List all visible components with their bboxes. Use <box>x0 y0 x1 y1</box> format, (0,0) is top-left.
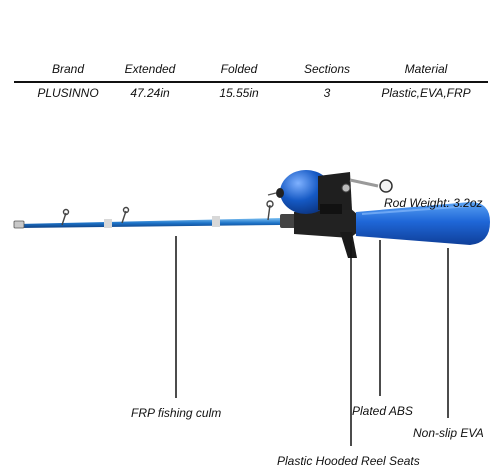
header-material: Material <box>404 62 448 76</box>
value-folded: 15.55in <box>219 86 259 100</box>
callout-reel-seats: Plastic Hooded Reel Seats <box>277 454 420 468</box>
ferrule <box>280 214 296 228</box>
spincast-reel <box>267 170 393 214</box>
spec-value-row: PLUSINNO 47.24in 15.55in 3 Plastic,EVA,F… <box>14 82 488 106</box>
rod-blank <box>18 216 280 228</box>
spec-table: Brand Extended Folded Sections Material … <box>14 58 488 106</box>
table-divider <box>14 81 488 83</box>
rod-tip <box>13 220 25 229</box>
line-guides <box>61 200 274 226</box>
callout-lines <box>175 236 449 446</box>
eva-handle <box>356 202 490 245</box>
header-extended: Extended <box>124 62 176 76</box>
header-brand: Brand <box>51 62 85 76</box>
callout-fishing-culm: FRP fishing culm <box>131 406 222 420</box>
callout-rod-weight: Rod Weight: 3.2oz <box>384 196 483 210</box>
value-material: Plastic,EVA,FRP <box>381 86 471 100</box>
callout-plated-abs: Plated ABS <box>352 404 413 418</box>
header-sections: Sections <box>303 62 351 76</box>
value-sections: 3 <box>323 86 331 100</box>
callout-non-slip-eva: Non-slip EVA <box>413 426 484 440</box>
reel-seat <box>294 208 358 258</box>
value-extended: 47.24in <box>130 86 170 100</box>
spec-header-row: Brand Extended Folded Sections Material <box>14 58 488 83</box>
header-folded: Folded <box>220 62 258 76</box>
value-brand: PLUSINNO <box>37 86 99 100</box>
